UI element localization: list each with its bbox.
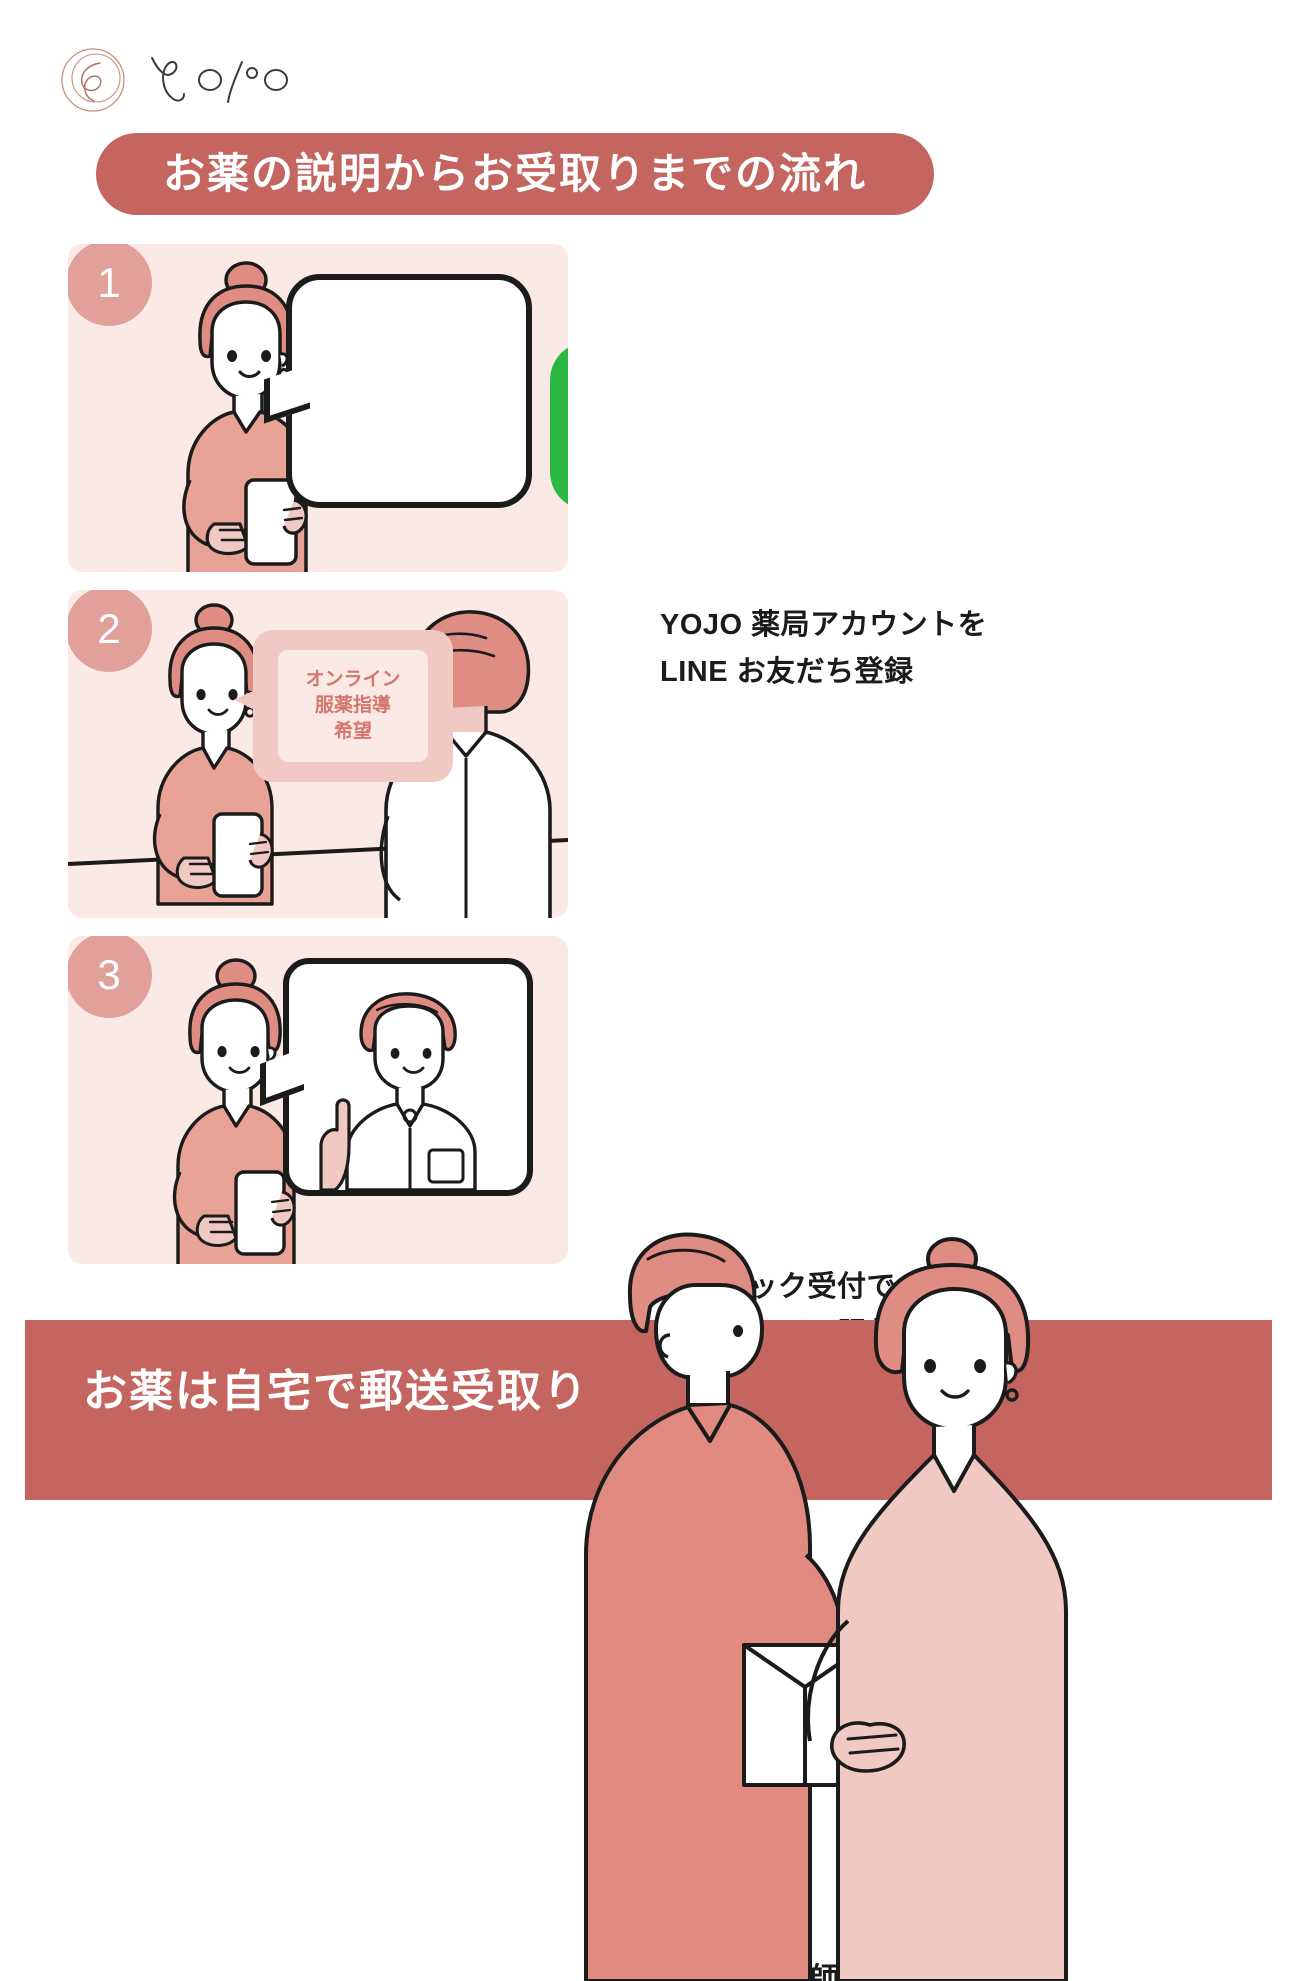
- line-logo-card: LINE: [286, 274, 568, 510]
- pharmacist-illustration: [319, 992, 477, 1192]
- step-3-illustration-card: 3: [68, 936, 568, 1264]
- woman-with-phone-illustration: [172, 958, 296, 1264]
- step-3-description: YOJO 薬剤師より ビデオ通話で お薬の説明を受ける: [660, 1956, 926, 1981]
- line-app-icon: LINE: [550, 342, 568, 510]
- step-2-bubble-line-2: 服薬指導: [314, 695, 391, 717]
- step-1-description-line-1: YOJO 薬局アカウントを: [660, 609, 988, 641]
- page-title-banner: お薬の説明からお受取りまでの流れ: [96, 133, 934, 215]
- brand-logo: [60, 40, 340, 120]
- step-2-bubble-line-1: オンライン: [305, 669, 401, 691]
- step-2-bubble-inner: オンライン 服薬指導 希望: [278, 650, 428, 762]
- step-1: LINE 1 YOJO 薬局アカウントを LINE お友だち登録: [68, 244, 987, 688]
- step-2-illustration-card: オンライン 服薬指導 希望 2: [68, 590, 568, 918]
- step-1-illustration-card: LINE 1: [68, 244, 568, 572]
- woman-with-phone-illustration: [152, 603, 274, 906]
- step-2-description-line-1: クリニック受付で: [660, 1271, 897, 1303]
- step-3: 3 YOJO 薬剤師より ビデオ通話で お薬の説明を受ける: [68, 936, 898, 1981]
- logo-wordmark: [144, 50, 294, 110]
- step-1-description: YOJO 薬局アカウントを LINE お友だち登録: [660, 602, 987, 696]
- step-2-bubble-line-3: 希望: [333, 720, 372, 742]
- step-1-description-line-2: LINE お友だち登録: [660, 655, 914, 688]
- step-3-video-call-bubble: [283, 958, 533, 1196]
- step-2-phone-screen-bubble: オンライン 服薬指導 希望: [253, 630, 453, 782]
- footer-text: お薬は自宅で郵送受取り: [83, 1367, 589, 1416]
- footer-banner: お薬は自宅で郵送受取り: [25, 1320, 1272, 1500]
- step-2-number-badge: 2: [68, 590, 152, 672]
- step-1-number-badge: 1: [68, 244, 152, 326]
- woman-with-phone-illustration: [182, 261, 308, 572]
- step-3-number-badge: 3: [68, 936, 152, 1018]
- step-3-description-line-1: YOJO 薬剤師より: [660, 1963, 899, 1981]
- page-title: お薬の説明からお受取りまでの流れ: [162, 150, 867, 197]
- logo-monogram-icon: [60, 47, 126, 113]
